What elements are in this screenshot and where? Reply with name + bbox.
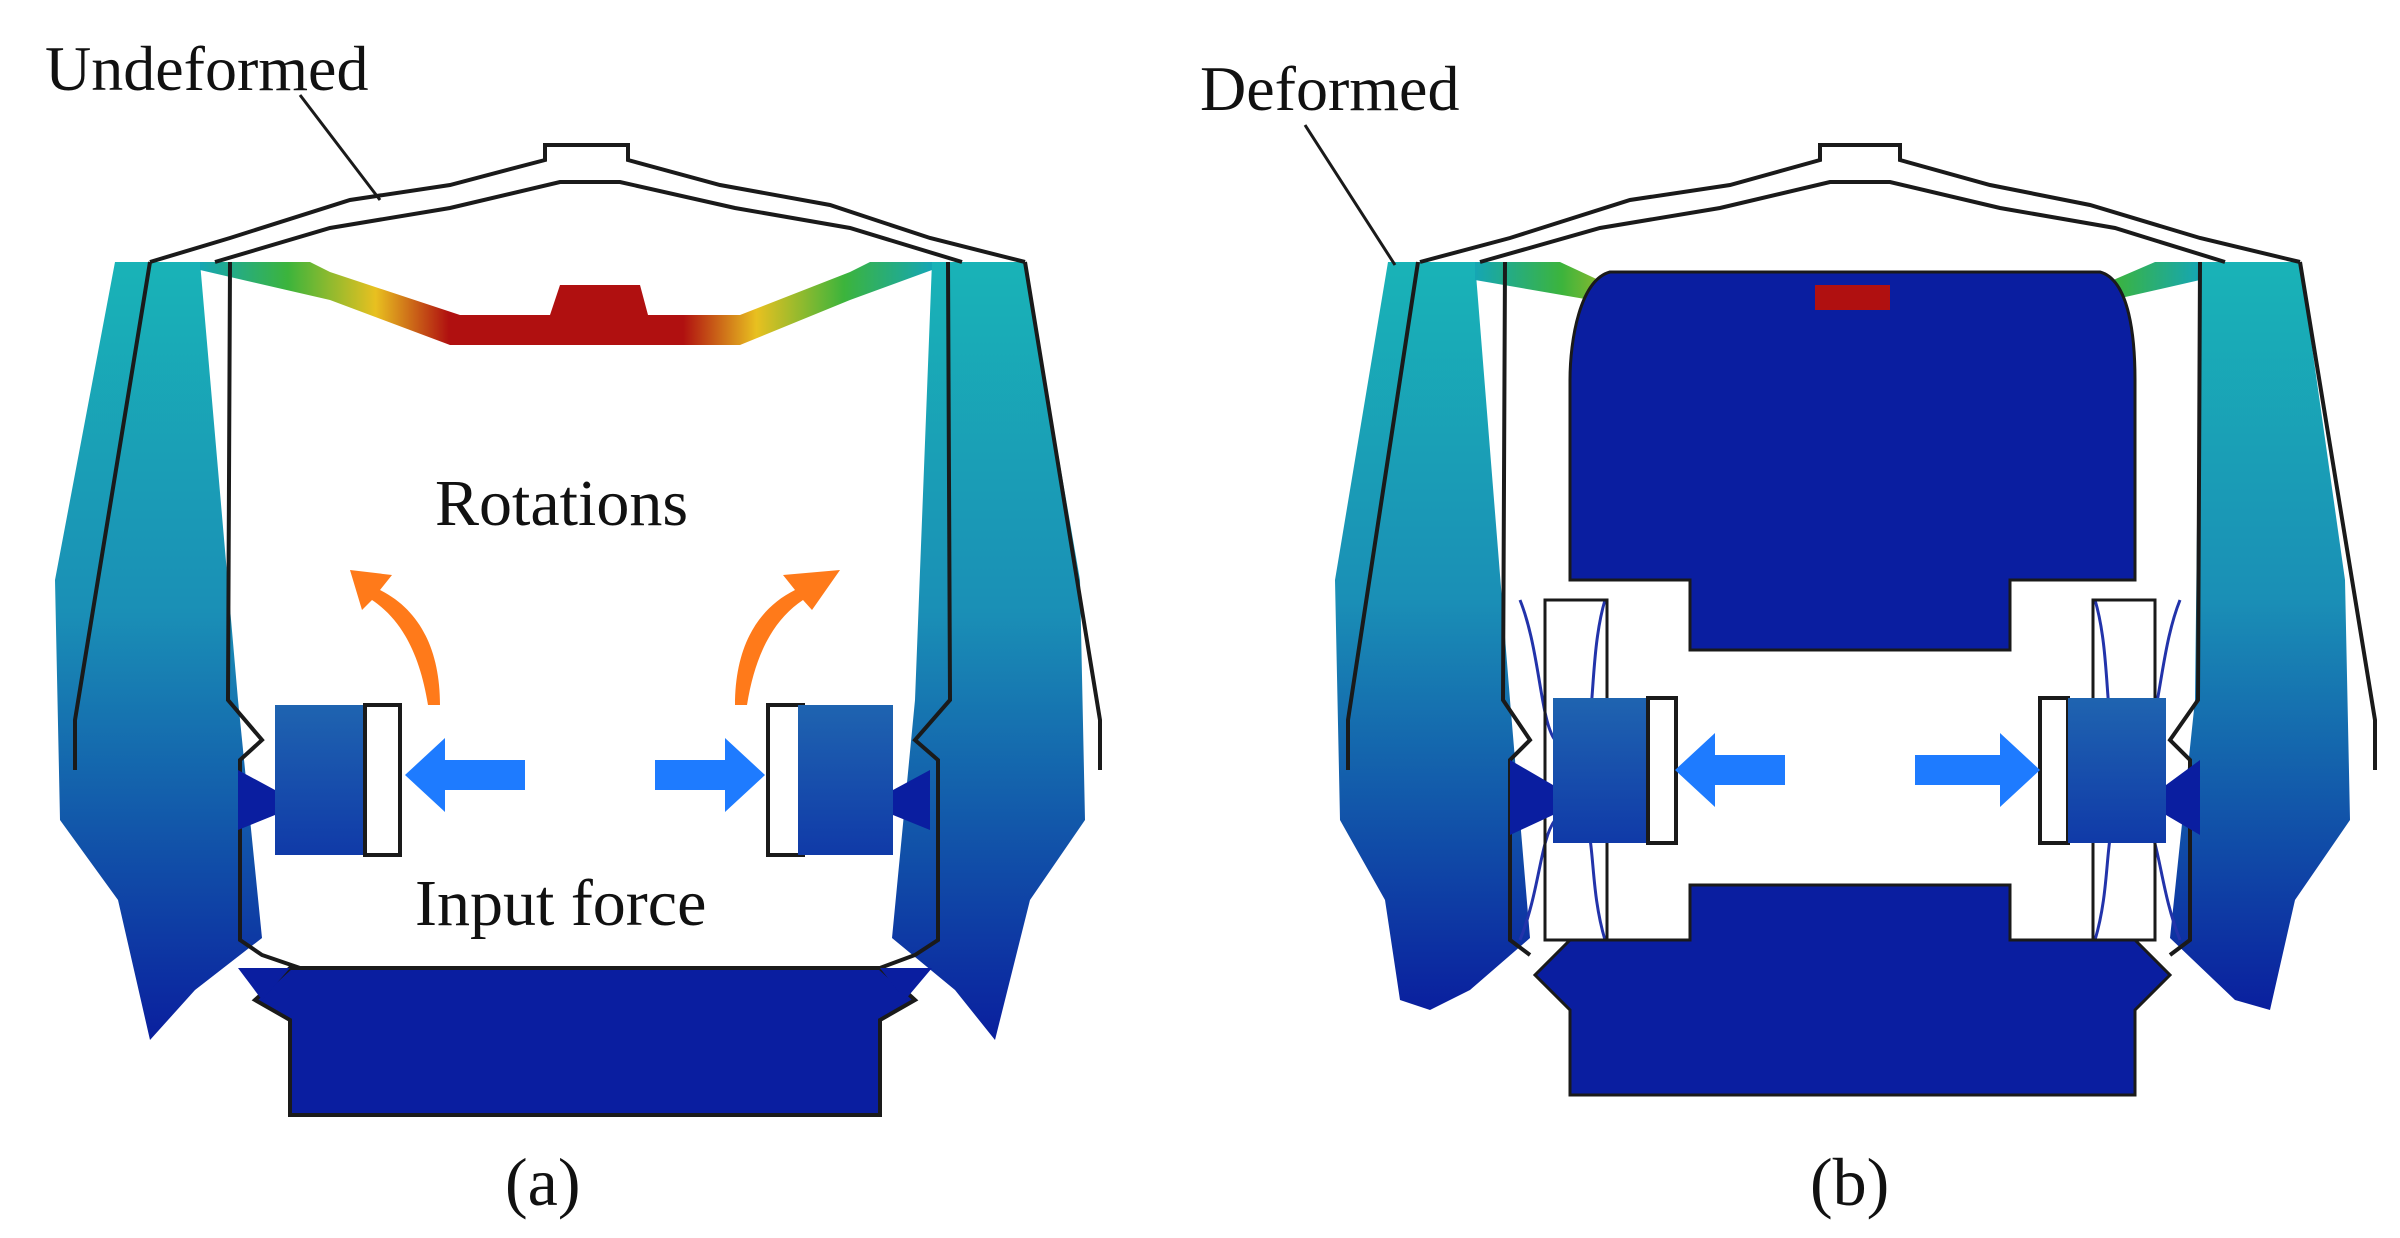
left-input-block-outline [363,703,402,857]
right-input-hinge [2166,760,2200,835]
right-input-hinge [893,770,930,830]
panel-a-caption: (a) [505,1144,580,1220]
central-peak-block [1815,285,1890,310]
deformed-leader-line [1303,124,1397,266]
central-upper-block [1568,270,2137,652]
panel-a: Undeformed Rotations Input force (a) [45,33,1102,1220]
left-side-member [55,262,262,1040]
blue-arrow-icon [405,738,525,812]
orange-curved-arrow-icon [350,570,440,705]
deformed-label: Deformed [1200,53,1459,124]
left-side-member [1335,262,1530,1010]
bottom-block [251,966,919,1117]
right-side-member [892,262,1085,1040]
top-beam [200,262,932,345]
deformed-flexures [1518,599,2182,941]
left-input-block [1553,698,1651,843]
panel-b: Deformed (b) [1200,53,2377,1220]
undeformed-leader-line [298,94,382,201]
left-input-block [275,705,370,855]
rotations-label: Rotations [435,467,688,540]
right-input-block-outline [766,703,805,857]
bottom-block [1532,883,2173,1097]
left-input-hinge [238,770,275,830]
undeformed-outline-top [149,143,1026,264]
blue-arrow-icon [1915,733,2040,807]
left-input-block-outline [1646,696,1678,845]
right-side-member [2170,262,2350,1010]
right-input-block [798,705,893,855]
blue-arrow-icon [1675,733,1785,807]
orange-curved-arrow-icon [735,570,840,705]
right-lower-hinge [880,968,932,1000]
deformed-outline-top [1419,143,2301,264]
left-lower-hinge [238,968,290,1000]
panel-b-caption: (b) [1810,1144,1889,1220]
right-input-block [2068,698,2166,843]
left-input-hinge [1510,760,1553,835]
undeformed-label: Undeformed [45,33,368,104]
input-force-label: Input force [415,867,706,940]
deformed-outline-inner [1346,261,2377,957]
blue-arrow-icon [655,738,765,812]
right-input-block-outline [2038,696,2070,845]
